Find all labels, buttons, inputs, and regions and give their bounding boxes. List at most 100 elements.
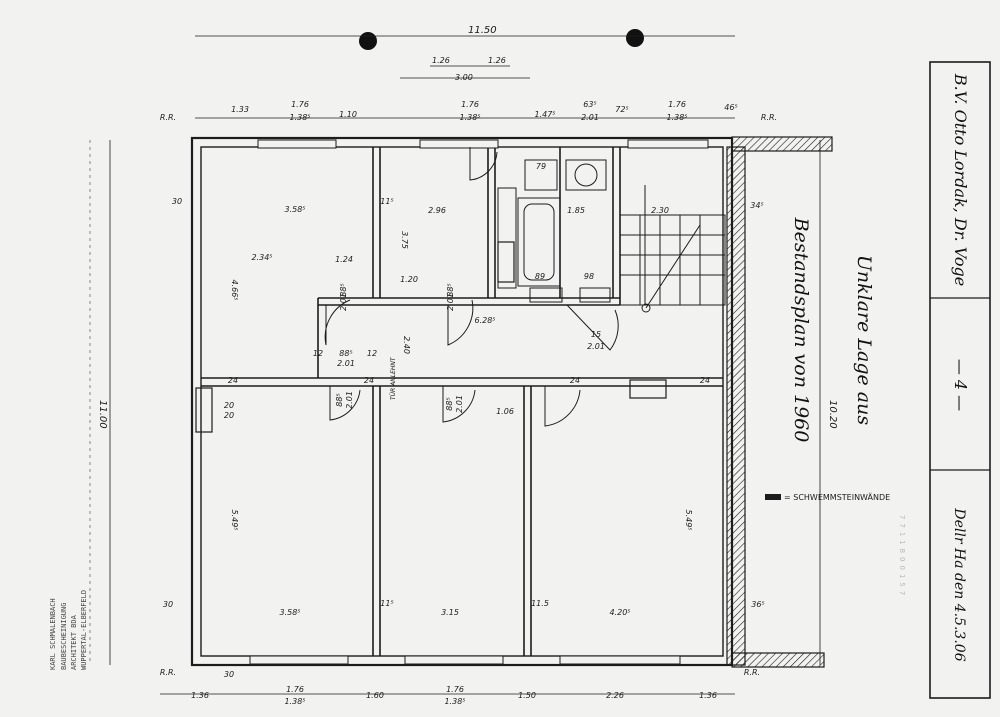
staircase xyxy=(619,185,726,313)
dim-top-stair: 3.00 xyxy=(455,73,473,82)
dim-room: 36⁵ xyxy=(751,600,764,609)
dim-top-row: 1.38⁵ xyxy=(459,113,480,122)
dim-top-row: 1.47⁵ xyxy=(534,110,555,119)
dim-room: 88⁵ xyxy=(335,393,344,406)
dim-bottom-row: 2.26 xyxy=(606,691,624,700)
stamp-line1: KARL SCHMALENBACH xyxy=(49,598,57,670)
dim-room: 1.06 xyxy=(496,407,514,416)
drawing-title-line1: Unklare Lage aus xyxy=(853,255,875,425)
dim-room: 20 xyxy=(224,411,234,420)
dim-room: 3.75 xyxy=(400,231,409,249)
dim-room: 98 xyxy=(584,272,594,281)
dim-top-small-b: 1.26 xyxy=(488,56,506,65)
dim-room: 30 xyxy=(172,197,182,206)
legend-text: = SCHWEMMSTEINWÄNDE xyxy=(784,492,890,502)
dim-room: 30 xyxy=(163,600,173,609)
dim-room: 3.15 xyxy=(441,608,459,617)
dim-bottom-row: 1.36 xyxy=(191,691,209,700)
dim-mark: R.R. xyxy=(160,668,176,677)
dim-room: 11⁵ xyxy=(380,599,393,608)
dim-room: 88⁵ xyxy=(339,349,352,358)
dim-top-row: 1.38⁵ xyxy=(666,113,687,122)
dim-room: 34⁵ xyxy=(750,201,763,210)
stamp-line3: ARCHITEKT BDA xyxy=(70,614,78,670)
dim-room: 2.01 xyxy=(455,395,464,413)
dim-room: 6.28⁵ xyxy=(474,316,495,325)
dimension-labels: 1.33 1.76 1.38⁵ 1.10 1.76 1.38⁵ 1.47⁵ 63⁵ 2.01 72… xyxy=(160,100,777,706)
dim-room: 12 xyxy=(367,349,377,358)
punch-hole xyxy=(359,32,377,50)
legend-swatch xyxy=(765,494,781,500)
dim-room: 24 xyxy=(228,376,238,385)
dim-room: 2.01 xyxy=(446,293,455,311)
dim-room: 2.01 xyxy=(345,391,354,409)
dim-room: 88⁵ xyxy=(339,283,348,296)
stamp-line4: WUPPERTAL-ELBERFELD xyxy=(80,590,88,670)
outer-walls xyxy=(190,136,833,668)
dim-room: 24 xyxy=(570,376,580,385)
title-block-frame xyxy=(929,61,991,699)
dim-room: 30 xyxy=(224,670,234,679)
dim-room: 24 xyxy=(364,376,374,385)
dim-bottom-row: 1.36 xyxy=(699,691,717,700)
windows-top xyxy=(249,139,709,665)
chimneys xyxy=(195,241,667,433)
title-block-sheet-no: — 4 — xyxy=(951,359,970,411)
door-note: TÜR ANLEHNT xyxy=(390,356,397,400)
dim-mark: R.R. xyxy=(761,113,777,122)
dim-bottom-row: 1.38⁵ xyxy=(284,697,305,706)
dim-room: 1.20 xyxy=(400,275,418,284)
dim-top-row: 1.10 xyxy=(339,110,357,119)
dim-room: 20 xyxy=(224,401,234,410)
dim-room: 15 xyxy=(591,330,601,339)
dim-mark: R.R. xyxy=(160,113,176,122)
dim-room: 2.34⁵ xyxy=(251,253,272,262)
dim-room: 3.58⁵ xyxy=(284,205,305,214)
dim-room: 2.01 xyxy=(337,359,355,368)
dim-left-overall: 11.00 xyxy=(97,400,108,429)
dim-room: 79 xyxy=(536,162,546,171)
dim-top-row: 72⁵ xyxy=(615,105,628,114)
dim-bottom-row: 1.76 xyxy=(446,685,464,694)
dim-room: 2.01 xyxy=(339,293,348,311)
architect-stamp: KARL SCHMALENBACH BAUBESCHEINIGUNG ARCHI… xyxy=(49,590,88,670)
dim-mark: R.R. xyxy=(744,668,760,677)
dim-top-overall: 11.50 xyxy=(468,25,497,36)
dim-room: 2.96 xyxy=(428,206,446,215)
dim-top-row: 1.76 xyxy=(291,100,309,109)
dim-room: 4.20⁵ xyxy=(609,608,630,617)
dim-top-row: 1.33 xyxy=(231,105,249,114)
dim-room: 3.58⁵ xyxy=(279,608,300,617)
dim-room: 89 xyxy=(535,272,545,281)
dim-top-row: 46⁵ xyxy=(724,103,737,112)
punch-hole xyxy=(626,29,644,47)
dim-room: 2.40 xyxy=(402,336,411,354)
title-block-owner: B.V. Otto Lordak, Dr. Voge xyxy=(951,73,970,286)
stamp-line2: BAUBESCHEINIGUNG xyxy=(60,603,68,670)
dim-top-row: 1.76 xyxy=(461,100,479,109)
door-swings xyxy=(324,147,619,427)
dim-room: 2.30 xyxy=(651,206,669,215)
dim-bottom-row: 1.60 xyxy=(366,691,384,700)
dim-room: 12 xyxy=(313,349,323,358)
drawing-title-line2: Bestandsplan von 1960 xyxy=(790,217,812,443)
dim-top-row: 1.76 xyxy=(668,100,686,109)
title-block-date: Dellr Ha den 4.5.3.06 xyxy=(951,507,967,661)
dim-right-overall: 10.20 xyxy=(827,400,838,429)
dim-room: 5.49⁵ xyxy=(684,509,693,530)
dim-room: 5.49⁵ xyxy=(230,509,239,530)
faint-code: 7 7 1 1 B O O 1 5 7 xyxy=(898,515,906,595)
dim-top-row: 63⁵ xyxy=(583,100,596,109)
dim-bottom-row: 1.76 xyxy=(286,685,304,694)
dim-room: 24 xyxy=(700,376,710,385)
dim-top-row: 2.01 xyxy=(581,113,599,122)
dim-room: 1.24 xyxy=(335,255,353,264)
dim-room: 1.85 xyxy=(567,206,585,215)
dim-top-small-a: 1.26 xyxy=(432,56,450,65)
dim-room: 11⁵ xyxy=(380,197,393,206)
bathroom-fixtures xyxy=(497,159,611,303)
dim-room: 88⁵ xyxy=(446,283,455,296)
dim-bottom-row: 1.50 xyxy=(518,691,536,700)
